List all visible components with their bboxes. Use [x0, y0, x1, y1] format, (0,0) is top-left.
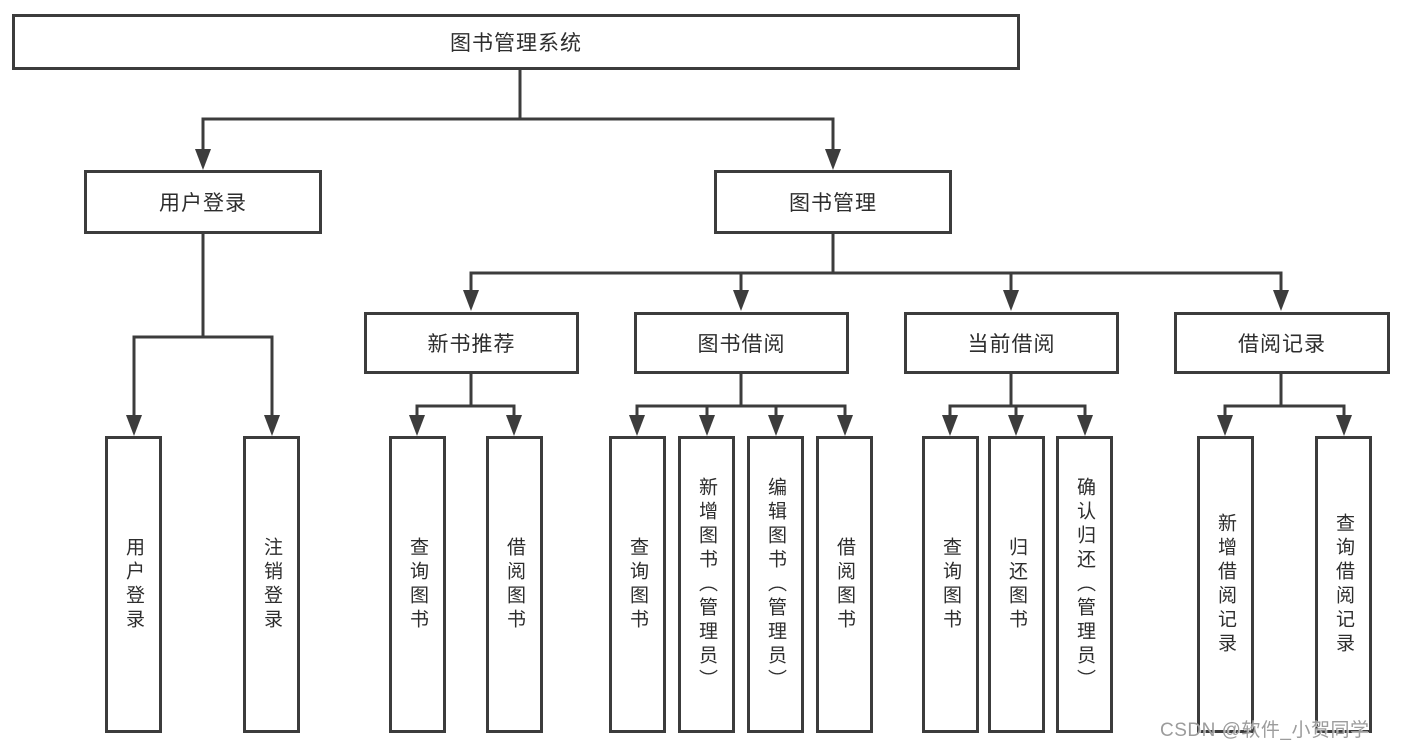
node-leaf-query-current-borrow: 查询图书	[922, 436, 979, 733]
node-leaf-user-login-label: 用户登录	[123, 536, 144, 633]
node-leaf-borrow-book-recommend: 借阅图书	[486, 436, 543, 733]
node-leaf-confirm-return-admin-label: 确认归还（管理员）	[1074, 476, 1095, 693]
node-leaf-query-borrow-record-label: 查询借阅记录	[1333, 512, 1354, 657]
node-leaf-edit-book-admin-label: 编辑图书（管理员）	[765, 476, 786, 693]
node-new-book-recommend-label: 新书推荐	[427, 333, 516, 356]
node-leaf-user-login: 用户登录	[105, 436, 162, 733]
node-book-borrow: 图书借阅	[634, 312, 849, 374]
node-leaf-add-book-admin-label: 新增图书（管理员）	[696, 476, 717, 693]
node-leaf-add-borrow-record-label: 新增借阅记录	[1215, 512, 1236, 657]
node-leaf-logout: 注销登录	[243, 436, 300, 733]
node-leaf-borrow-book-recommend-label: 借阅图书	[504, 536, 525, 633]
node-user-login-label: 用户登录	[159, 192, 247, 215]
node-borrow-records: 借阅记录	[1174, 312, 1390, 374]
node-borrow-records-label: 借阅记录	[1238, 333, 1326, 356]
node-new-book-recommend: 新书推荐	[364, 312, 579, 374]
node-leaf-query-borrow-record: 查询借阅记录	[1315, 436, 1372, 733]
node-book-management-label: 图书管理	[789, 192, 877, 215]
node-leaf-return-book: 归还图书	[988, 436, 1045, 733]
node-leaf-borrow-book-label: 借阅图书	[834, 536, 855, 633]
node-library-system: 图书管理系统	[12, 14, 1020, 70]
node-book-management: 图书管理	[714, 170, 952, 234]
node-book-borrow-label: 图书借阅	[697, 333, 786, 356]
node-leaf-confirm-return-admin: 确认归还（管理员）	[1056, 436, 1113, 733]
node-leaf-query-book-label: 查询图书	[627, 536, 648, 633]
node-user-login: 用户登录	[84, 170, 322, 234]
node-leaf-add-book-admin: 新增图书（管理员）	[678, 436, 735, 733]
node-leaf-add-borrow-record: 新增借阅记录	[1197, 436, 1254, 733]
node-leaf-edit-book-admin: 编辑图书（管理员）	[747, 436, 804, 733]
node-leaf-query-current-borrow-label: 查询图书	[940, 536, 961, 633]
node-leaf-borrow-book: 借阅图书	[816, 436, 873, 733]
node-current-borrow-label: 当前借阅	[967, 333, 1056, 356]
node-leaf-query-book-recommend: 查询图书	[389, 436, 446, 733]
node-leaf-query-book: 查询图书	[609, 436, 666, 733]
node-library-system-label: 图书管理系统	[450, 32, 582, 55]
node-leaf-logout-label: 注销登录	[261, 536, 282, 633]
node-leaf-query-book-recommend-label: 查询图书	[407, 536, 428, 633]
node-leaf-return-book-label: 归还图书	[1006, 536, 1027, 633]
node-current-borrow: 当前借阅	[904, 312, 1119, 374]
watermark: CSDN @软件_小贺同学	[1160, 720, 1370, 741]
